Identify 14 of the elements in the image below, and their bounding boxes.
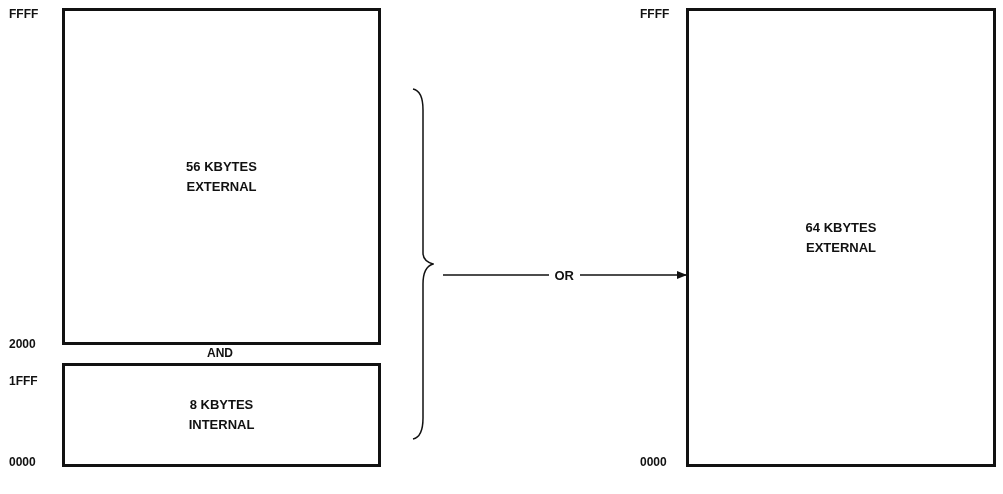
block-label: 8 KBYTES INTERNAL [187, 396, 256, 434]
address-label: 2000 [9, 338, 36, 351]
memory-block [62, 8, 381, 345]
address-label: FFFF [640, 8, 670, 21]
curly-brace [412, 88, 434, 440]
memory-block [62, 363, 381, 467]
address-label: 0000 [640, 456, 667, 469]
block-label: 64 KBYTES EXTERNAL [804, 218, 878, 257]
address-label: FFFF [9, 8, 39, 21]
address-label: 1FFF [9, 375, 38, 388]
address-label: AND [207, 347, 233, 360]
block-label: 56 KBYTES EXTERNAL [185, 157, 258, 196]
address-label: 0000 [9, 456, 36, 469]
memory-block [686, 8, 996, 467]
